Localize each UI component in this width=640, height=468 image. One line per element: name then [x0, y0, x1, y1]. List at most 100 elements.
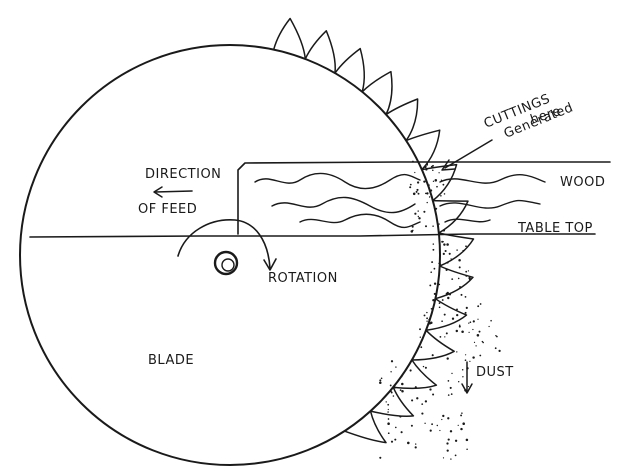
dust-speck — [424, 225, 428, 228]
dust-speck — [432, 299, 435, 302]
dust-speck — [472, 356, 475, 359]
dust-speck — [418, 217, 421, 220]
dust-speck — [469, 360, 471, 363]
dust-speck — [412, 229, 414, 232]
dust-speck — [379, 456, 382, 459]
dust-speck — [465, 438, 469, 442]
dust-speck — [416, 181, 420, 184]
dust-speck — [446, 261, 449, 264]
dust-speck — [442, 457, 445, 459]
dust-speck — [438, 306, 441, 309]
dust-speck — [416, 188, 419, 191]
dust-speck — [379, 381, 382, 384]
dust-speck — [438, 262, 440, 265]
dust-speck — [412, 192, 416, 196]
dust-speck — [475, 345, 477, 347]
saw-tooth — [304, 30, 336, 74]
dust-speck — [473, 341, 476, 344]
saw-tooth — [334, 47, 366, 93]
dust-speck — [432, 248, 435, 251]
dust-speck — [496, 335, 498, 338]
dust-speck — [417, 215, 419, 218]
dust-speck — [449, 386, 452, 389]
dust-speck — [414, 446, 417, 449]
dust-speck — [447, 417, 450, 420]
dust-speck — [451, 372, 453, 375]
dust-speck — [464, 389, 467, 392]
dust-speck — [460, 293, 463, 296]
saw-tooth — [343, 410, 387, 444]
dust-speck — [448, 293, 452, 296]
dust-speck — [425, 168, 428, 171]
direction-label-line1: DIRECTION — [145, 167, 221, 182]
dust-speck — [387, 411, 389, 413]
dust-speck — [465, 270, 468, 273]
dust-speck — [425, 192, 427, 195]
dust-speck — [421, 412, 424, 415]
dust-speck — [439, 263, 441, 266]
dust-speck — [449, 430, 453, 433]
dust-speck — [401, 375, 403, 378]
dust-speck — [438, 302, 441, 304]
dust-speck — [414, 386, 417, 389]
dust-speck — [468, 322, 470, 324]
dust-speck — [419, 336, 421, 338]
dust-speck — [498, 349, 501, 353]
dust-speck — [415, 190, 418, 193]
dust-speck — [478, 330, 481, 333]
dust-speck — [409, 369, 412, 372]
dust-speck — [410, 424, 413, 427]
dust-speck — [446, 243, 449, 246]
wood-label: WOOD — [560, 175, 605, 190]
dust-speck — [429, 388, 432, 391]
dust-speck — [495, 335, 497, 337]
dust-speck — [409, 186, 412, 189]
dust-speck — [450, 458, 452, 460]
dust-speck — [426, 192, 429, 195]
dust-speck — [440, 195, 442, 197]
dust-speck — [394, 426, 397, 429]
dust-speck — [458, 324, 461, 326]
arbor-hole — [213, 250, 239, 276]
dust-speck — [472, 320, 475, 323]
dust-speck — [447, 296, 450, 300]
dust-speck — [417, 192, 420, 195]
dust-speck — [430, 307, 433, 310]
saw-tooth — [432, 199, 469, 234]
dust-speck — [477, 318, 479, 320]
dust-speck — [428, 196, 431, 198]
dust-speck — [441, 418, 443, 421]
dust-speck — [443, 193, 446, 195]
feed-direction-arrow — [153, 186, 193, 198]
saw-tooth — [405, 129, 441, 171]
dust-speck — [460, 414, 463, 417]
dust-speck — [460, 427, 463, 431]
dust-speck — [461, 412, 463, 414]
dust-speck — [401, 382, 404, 386]
dust-speck — [415, 443, 417, 445]
dust-speck — [454, 439, 458, 442]
dust-speck — [387, 422, 390, 425]
saw-tooth — [361, 70, 393, 116]
dust-arrow — [461, 361, 473, 394]
dust-speck — [387, 408, 389, 411]
rotation-label: ROTATION — [268, 271, 338, 286]
dust-speck — [441, 299, 444, 301]
dust-speck — [407, 441, 410, 445]
dust-speck — [399, 389, 402, 391]
dust-speck — [419, 328, 421, 331]
dust-speck — [448, 252, 451, 255]
dust-speck — [440, 179, 443, 181]
dust-speck — [411, 399, 414, 402]
dust-speck — [466, 367, 469, 370]
dust-speck — [424, 366, 427, 369]
saw-tooth — [421, 163, 458, 202]
dust-speck — [430, 165, 433, 168]
dust-speck — [447, 380, 450, 382]
dust-speck — [490, 319, 492, 322]
dust-speck — [431, 261, 434, 264]
dust-speck — [464, 296, 467, 298]
dust-speck — [459, 285, 461, 288]
dust-speck — [424, 422, 426, 424]
dust-speck — [426, 320, 428, 322]
